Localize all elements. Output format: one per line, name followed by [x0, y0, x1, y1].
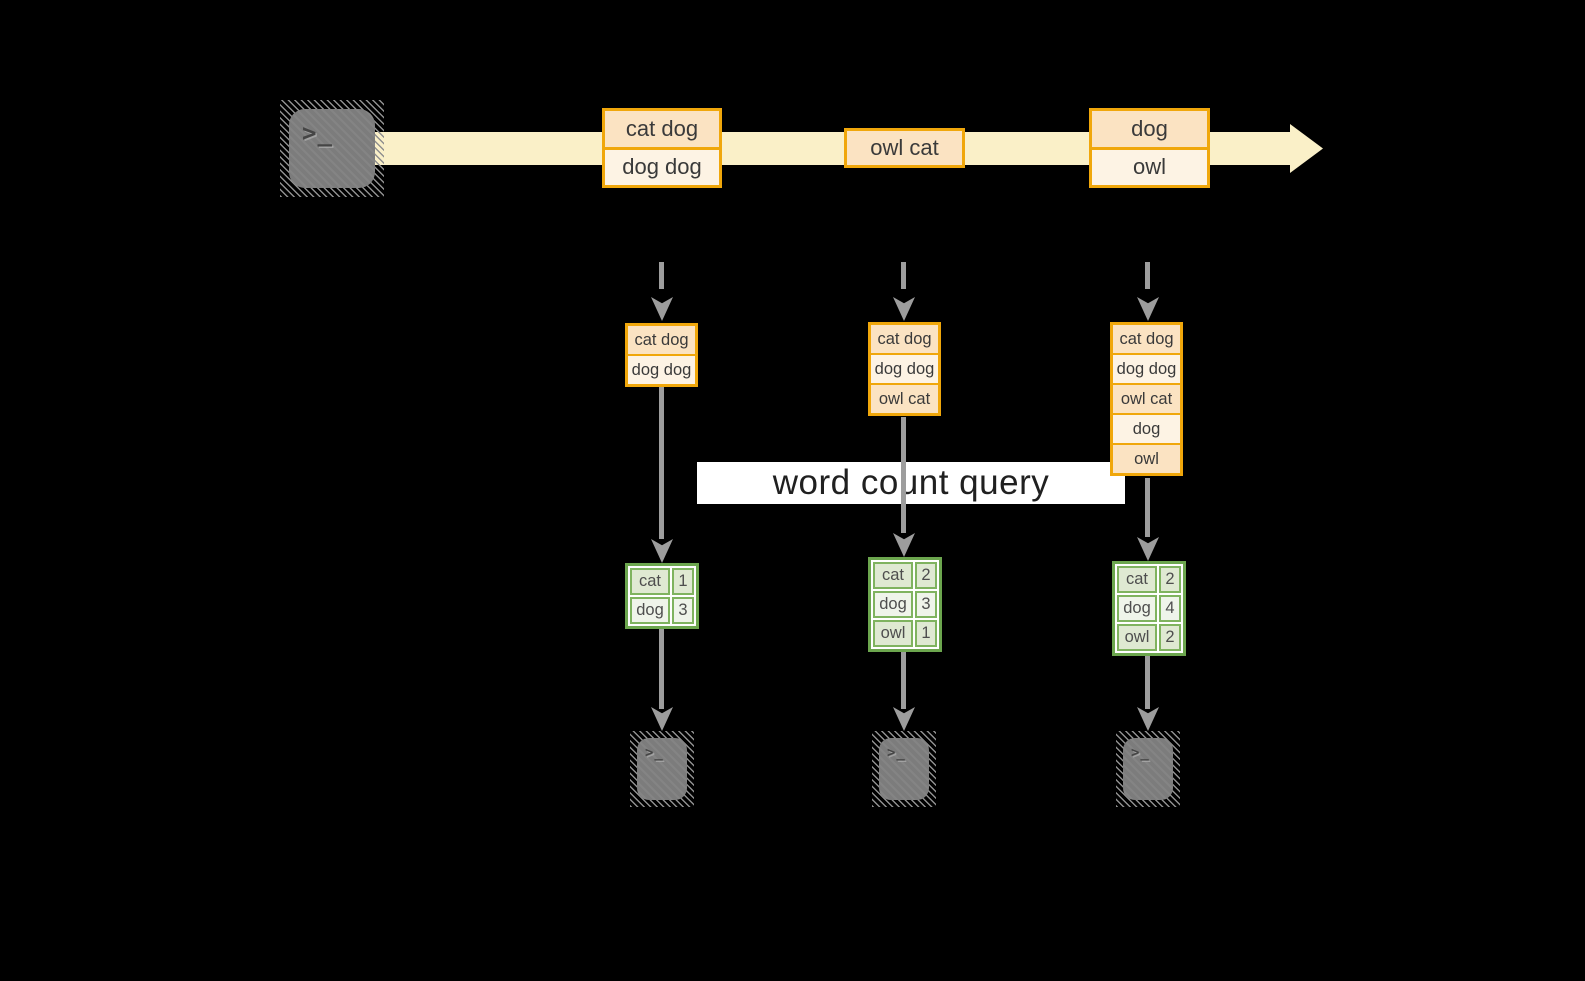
table-cell-word: dog	[1117, 595, 1157, 622]
stack-row: dog dog	[1113, 353, 1180, 383]
table-cell-word: cat	[1117, 566, 1157, 593]
event-box-3: dog owl	[1089, 108, 1210, 188]
table-cell-word: owl	[1117, 624, 1157, 651]
event-box-1: cat dog dog dog	[602, 108, 722, 188]
arrowhead-icon	[651, 297, 673, 321]
terminal-body: >_	[1123, 738, 1173, 800]
flow-line	[901, 417, 906, 533]
stack-row: owl	[1113, 443, 1180, 473]
terminal-prompt-glyph: >_	[1131, 745, 1150, 761]
arrowhead-icon	[893, 297, 915, 321]
event-stack-2: cat dog dog dog owl cat	[868, 322, 941, 416]
dashed-arrow-segment	[1145, 262, 1150, 289]
arrowhead-icon	[651, 707, 673, 731]
table-cell-count: 1	[915, 620, 937, 647]
stack-row: cat dog	[628, 326, 695, 354]
table-cell-count: 4	[1159, 595, 1181, 622]
terminal-body: >_	[879, 738, 929, 800]
event-stack-1: cat dog dog dog	[625, 323, 698, 387]
stream-arrowhead-icon	[1290, 124, 1323, 173]
stack-row: dog dog	[871, 353, 938, 383]
sink-terminal-icon: >_	[1116, 731, 1180, 807]
table-cell-count: 1	[672, 568, 694, 595]
table-cell-count: 3	[672, 597, 694, 624]
event-line: dog dog	[605, 146, 719, 185]
flow-line	[1145, 656, 1150, 709]
stack-row: cat dog	[871, 325, 938, 353]
stack-row: dog	[1113, 413, 1180, 443]
table-cell-count: 2	[915, 562, 937, 589]
terminal-prompt-glyph: >_	[302, 119, 333, 147]
table-cell-count: 2	[1159, 566, 1181, 593]
arrowhead-icon	[1137, 537, 1159, 561]
arrowhead-icon	[1137, 707, 1159, 731]
table-cell-count: 3	[915, 591, 937, 618]
event-line: owl cat	[847, 131, 962, 165]
source-terminal-icon: >_	[280, 100, 384, 197]
event-line: cat dog	[605, 111, 719, 147]
query-banner: word count query	[697, 462, 1125, 504]
terminal-prompt-glyph: >_	[645, 745, 664, 761]
count-table-3: cat 2 dog 4 owl 2	[1112, 561, 1186, 656]
arrowhead-icon	[1137, 297, 1159, 321]
dashed-arrow-segment	[901, 262, 906, 289]
flow-line	[1145, 478, 1150, 537]
table-cell-count: 2	[1159, 624, 1181, 651]
query-banner-label: word count query	[772, 463, 1050, 502]
terminal-body: >_	[637, 738, 687, 800]
stack-row: owl cat	[871, 383, 938, 413]
arrowhead-icon	[893, 707, 915, 731]
sink-terminal-icon: >_	[630, 731, 694, 807]
event-line: dog	[1092, 111, 1207, 147]
event-box-2: owl cat	[844, 128, 965, 168]
table-cell-word: dog	[873, 591, 913, 618]
flow-line	[901, 652, 906, 709]
event-line: owl	[1092, 146, 1207, 185]
table-cell-word: cat	[873, 562, 913, 589]
dashed-arrow-segment	[659, 262, 664, 289]
table-cell-word: dog	[630, 597, 670, 624]
stack-row: cat dog	[1113, 325, 1180, 353]
event-stack-3: cat dog dog dog owl cat dog owl	[1110, 322, 1183, 476]
count-table-1: cat 1 dog 3	[625, 563, 699, 629]
flow-line	[659, 629, 664, 709]
count-table-2: cat 2 dog 3 owl 1	[868, 557, 942, 652]
terminal-body: >_	[289, 109, 375, 188]
terminal-prompt-glyph: >_	[887, 745, 906, 761]
table-cell-word: owl	[873, 620, 913, 647]
sink-terminal-icon: >_	[872, 731, 936, 807]
stack-row: dog dog	[628, 354, 695, 384]
table-cell-word: cat	[630, 568, 670, 595]
flow-line	[659, 387, 664, 539]
arrowhead-icon	[651, 539, 673, 563]
stack-row: owl cat	[1113, 383, 1180, 413]
arrowhead-icon	[893, 533, 915, 557]
